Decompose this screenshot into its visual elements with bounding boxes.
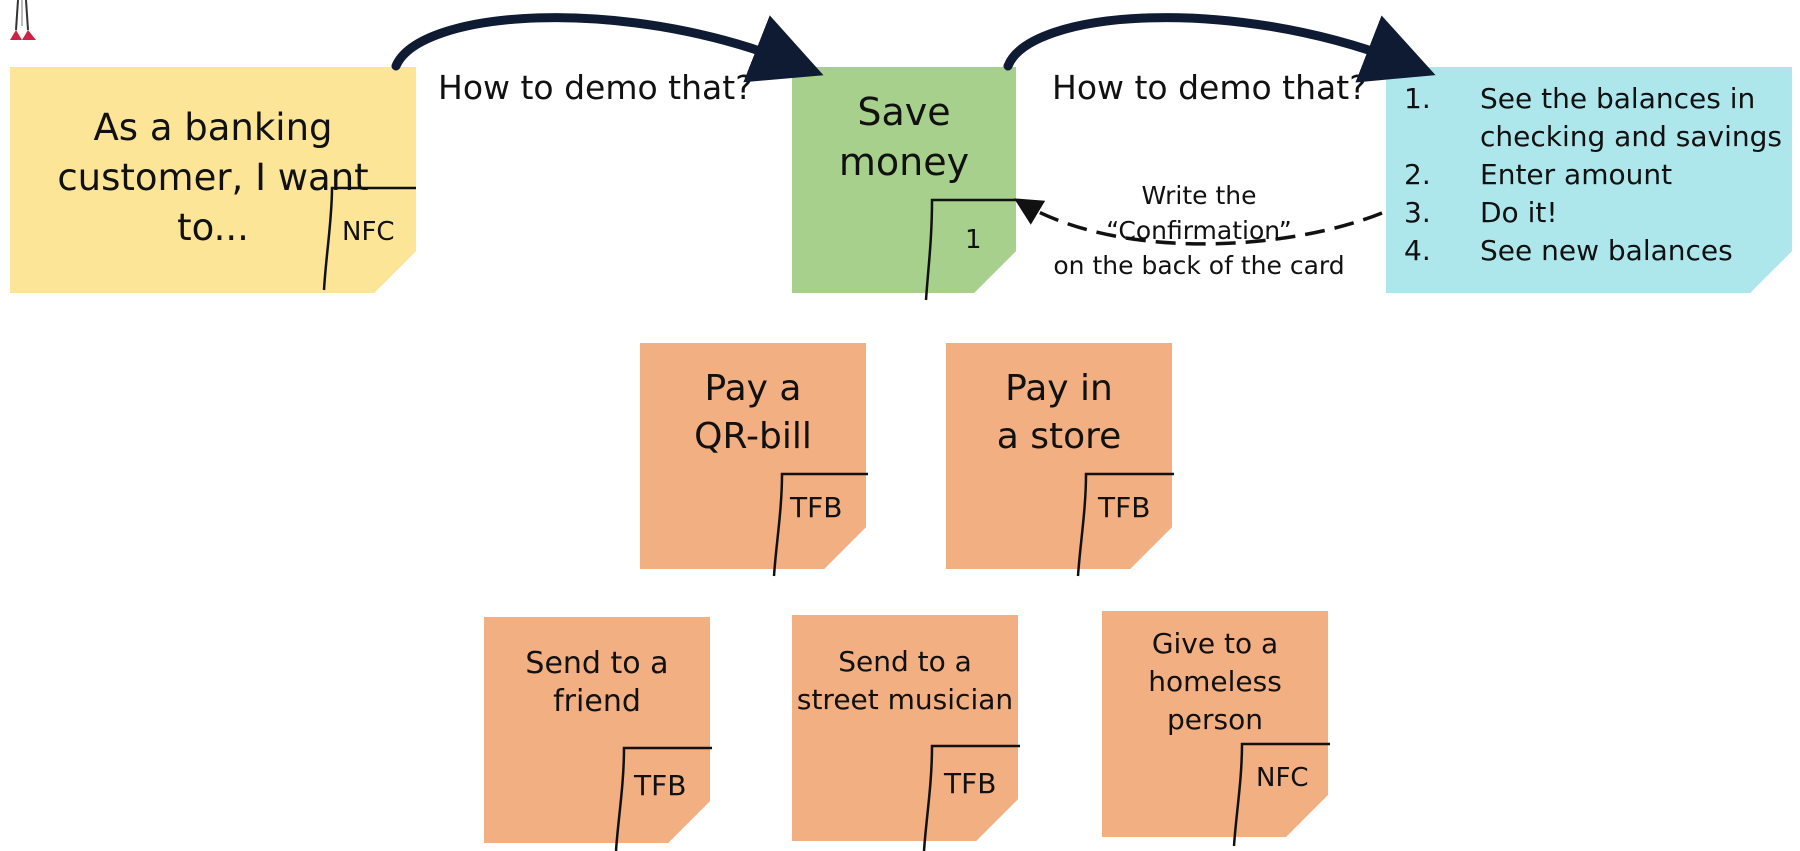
pay-qr-bill-tag: TFB (790, 491, 843, 524)
step-item: 1. See the balances in checking and savi… (1404, 80, 1784, 156)
pay-in-store-card[interactable]: Pay in a store TFB (946, 343, 1172, 569)
page-curl (374, 251, 416, 293)
page-curl (974, 251, 1016, 293)
give-to-homeless-card[interactable]: Give to a homeless person NFC (1102, 611, 1328, 837)
send-to-friend-tag: TFB (634, 769, 687, 802)
step-item: 3. Do it! (1404, 194, 1784, 232)
page-curl (824, 527, 866, 569)
page-curl (1286, 795, 1328, 837)
save-money-text: Save money (838, 90, 970, 184)
step-text: Do it! (1480, 196, 1558, 229)
page-curl (668, 801, 710, 843)
step-text: See new balances (1480, 234, 1733, 267)
pay-in-store-tag: TFB (1098, 491, 1151, 524)
person-figure-icon (10, 0, 36, 40)
step-number: 4. (1404, 234, 1431, 267)
demo-question-label: How to demo that? (1052, 68, 1367, 107)
send-to-musician-text: Send to a street musician (796, 645, 1014, 716)
send-to-musician-card[interactable]: Send to a street musician TFB (792, 615, 1018, 841)
send-to-musician-tag: TFB (944, 767, 997, 800)
step-number: 2. (1404, 158, 1431, 191)
confirmation-note: Write the “Confirmation” on the back of … (1053, 181, 1345, 280)
send-to-friend-text: Send to a friend (525, 646, 669, 719)
arrow-save-to-steps (1003, 13, 1436, 83)
pay-qr-bill-text: Pay a QR-bill (694, 368, 812, 457)
step-item: 2. Enter amount (1404, 156, 1784, 194)
user-story-tag: NFC (342, 217, 395, 247)
arrow-story-to-save (391, 13, 824, 83)
give-to-homeless-text: Give to a homeless person (1148, 627, 1282, 736)
demo-question-label: How to demo that? (438, 68, 753, 107)
give-to-homeless-tag: NFC (1256, 763, 1309, 793)
demo-steps-list: 1. See the balances in checking and savi… (1404, 80, 1784, 270)
step-text: See the balances in checking and savings (1480, 82, 1782, 153)
step-number: 3. (1404, 196, 1431, 229)
step-item: 4. See new balances (1404, 232, 1784, 270)
page-curl (1130, 527, 1172, 569)
pay-qr-bill-card[interactable]: Pay a QR-bill TFB (640, 343, 866, 569)
step-number: 1. (1404, 82, 1431, 115)
step-text: Enter amount (1480, 158, 1673, 191)
page-curl (976, 799, 1018, 841)
user-story-card[interactable]: As a banking customer, I want to... NFC (10, 67, 416, 293)
send-to-friend-card[interactable]: Send to a friend TFB (484, 617, 710, 843)
pay-in-store-text: Pay in a store (996, 368, 1122, 457)
save-money-card[interactable]: Save money 1 (792, 67, 1016, 293)
